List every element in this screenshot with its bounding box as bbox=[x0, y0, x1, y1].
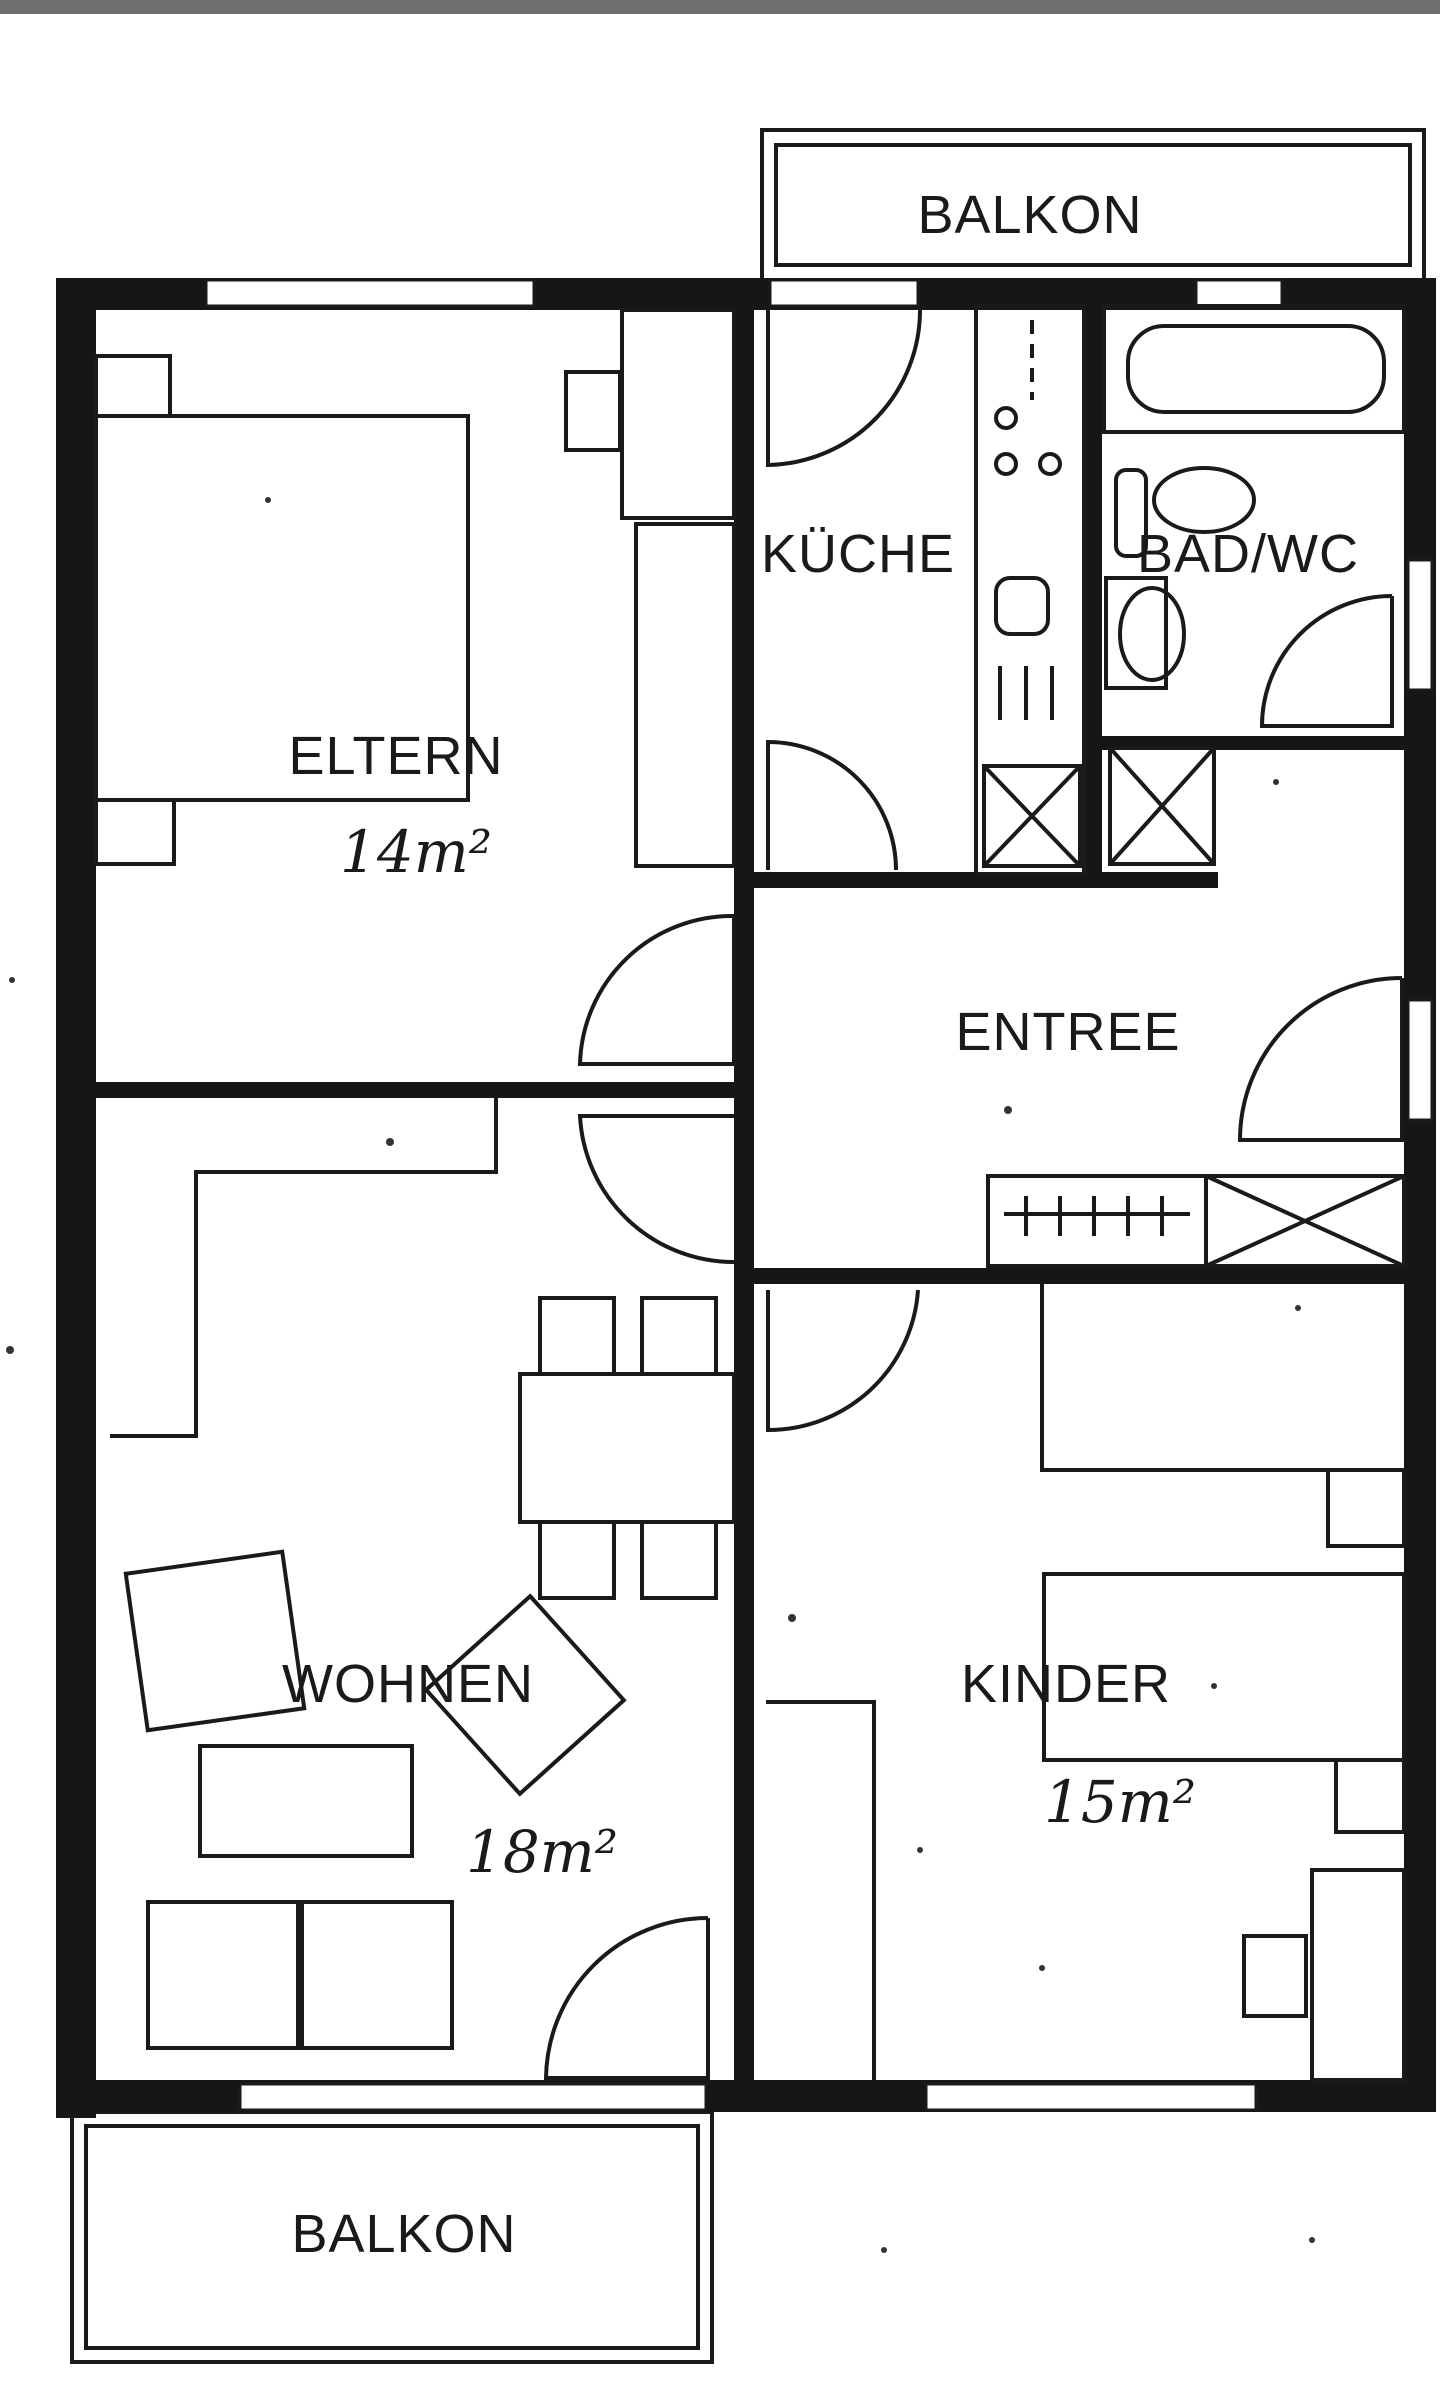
interior-walls bbox=[90, 300, 1424, 2090]
kitchen-counter bbox=[974, 304, 1086, 876]
scan-speckles bbox=[6, 497, 1315, 2253]
area-wohnen: 18m² bbox=[466, 1818, 618, 1886]
wohnen-furniture bbox=[110, 1098, 736, 2050]
label-kinder: KINDER bbox=[961, 1654, 1171, 1714]
bathroom-fixtures bbox=[1102, 304, 1406, 866]
label-kueche: KÜCHE bbox=[761, 524, 955, 584]
area-kinder: 15m² bbox=[1044, 1768, 1196, 1836]
windows bbox=[204, 278, 1434, 2112]
label-balkon-bottom: BALKON bbox=[291, 2204, 516, 2264]
eltern-furniture bbox=[94, 308, 736, 868]
doors bbox=[543, 309, 1404, 2080]
label-eltern: ELTERN bbox=[288, 726, 503, 786]
label-entree: ENTREE bbox=[955, 1002, 1180, 1062]
label-balkon-top: BALKON bbox=[917, 185, 1142, 245]
label-bad: BAD/WC bbox=[1137, 524, 1359, 584]
kinder-furniture bbox=[766, 1284, 1406, 2082]
entree-furniture bbox=[986, 1174, 1406, 1268]
label-wohnen: WOHNEN bbox=[282, 1654, 534, 1714]
area-eltern: 14m² bbox=[340, 818, 492, 886]
top-bar bbox=[0, 0, 1440, 14]
